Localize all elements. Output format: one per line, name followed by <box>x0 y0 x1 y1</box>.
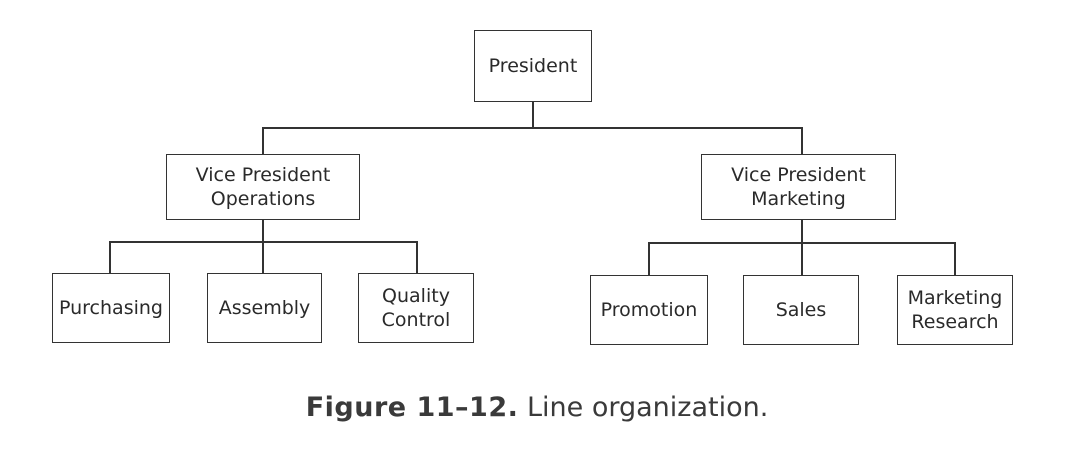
node-vp-marketing-line2: Marketing <box>751 188 846 210</box>
connector-promotion <box>648 242 650 276</box>
node-quality-control: Quality Control <box>358 273 474 343</box>
node-sales-label: Sales <box>775 299 827 321</box>
node-president-label: President <box>488 55 578 77</box>
connector-assembly <box>262 241 264 274</box>
node-vp-operations-line2: Operations <box>210 188 316 210</box>
connector-purchasing <box>109 241 111 274</box>
node-purchasing: Purchasing <box>52 273 170 343</box>
node-promotion-label: Promotion <box>600 299 698 321</box>
figure-caption-text: Line organization. <box>526 392 769 423</box>
connector-sales <box>801 242 803 276</box>
connector-marketing-down <box>801 219 803 244</box>
node-vp-operations: Vice President Operations <box>166 154 360 220</box>
node-purchasing-label: Purchasing <box>59 297 163 319</box>
node-vp-operations-line1: Vice President <box>195 164 331 186</box>
connector-marketing-research <box>954 242 956 276</box>
node-assembly-label: Assembly <box>218 297 311 319</box>
node-promotion: Promotion <box>590 275 708 345</box>
connector-president-down <box>532 101 534 129</box>
node-sales: Sales <box>743 275 859 345</box>
node-vp-marketing: Vice President Marketing <box>701 154 896 220</box>
connector-vp-level <box>262 127 803 129</box>
connector-vp-operations <box>262 127 264 155</box>
node-quality-control-line1: Quality <box>382 285 450 307</box>
figure-caption: Figure 11–12. Line organization. <box>0 392 1074 423</box>
node-marketing-research: Marketing Research <box>897 275 1013 345</box>
node-marketing-research-line1: Marketing <box>907 287 1003 309</box>
node-quality-control-line2: Control <box>381 309 451 331</box>
figure-caption-label: Figure 11–12. <box>305 392 519 423</box>
node-marketing-research-line2: Research <box>911 311 999 333</box>
node-president: President <box>474 30 592 102</box>
node-assembly: Assembly <box>207 273 322 343</box>
node-vp-marketing-line1: Vice President <box>731 164 866 186</box>
connector-quality-control <box>416 241 418 274</box>
connector-vp-marketing <box>801 127 803 155</box>
connector-operations-down <box>262 219 264 243</box>
